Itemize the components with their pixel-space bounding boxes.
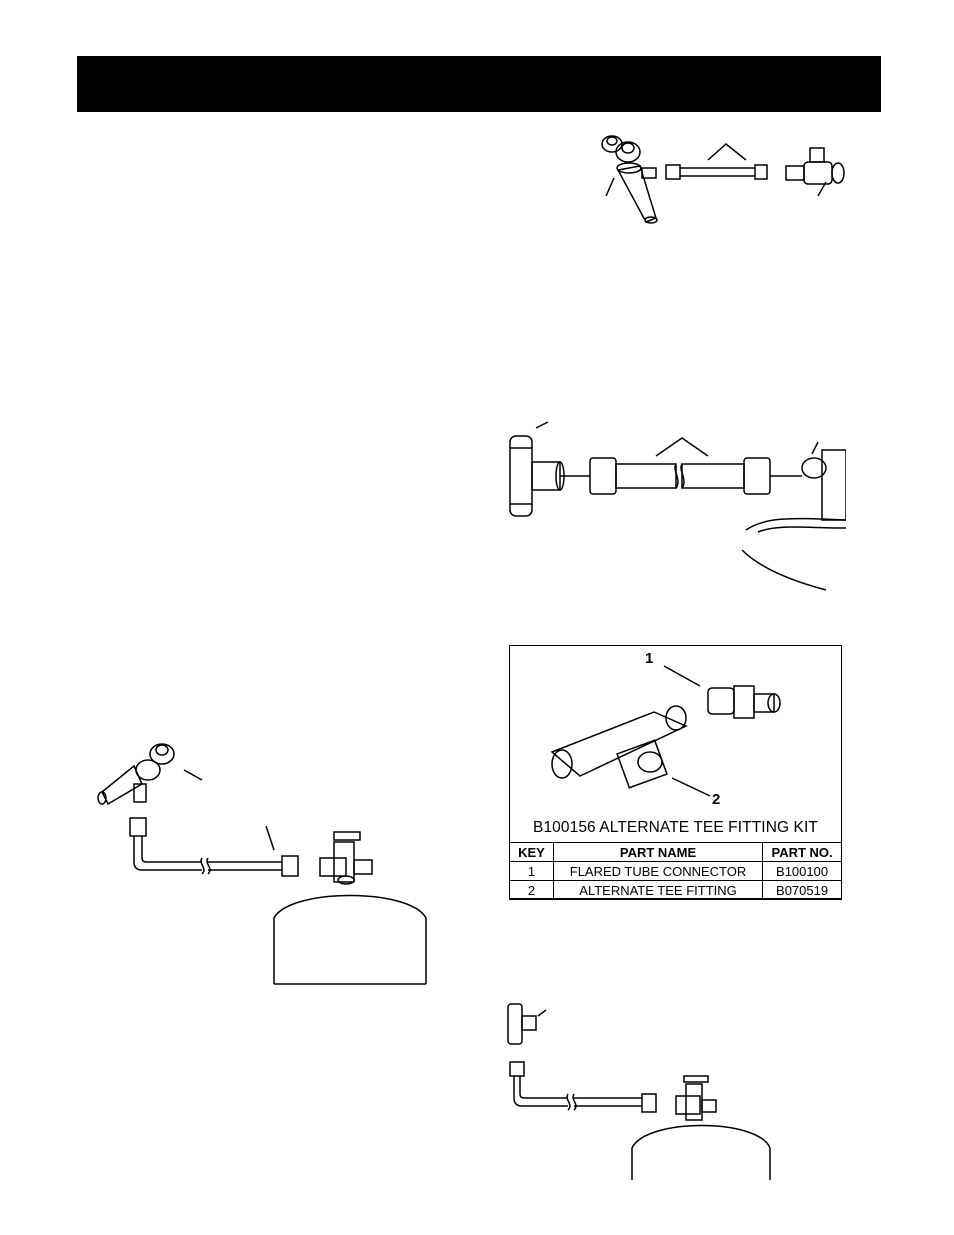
cell-part-no: B070519: [762, 880, 842, 900]
kit-parts-illustration: [550, 665, 781, 797]
table-row: 1 FLARED TUBE CONNECTOR B100100: [509, 861, 842, 881]
alternate-tee-kit-box: 1 2 B100156 ALTERNATE TEE FITTING KIT KE…: [509, 645, 842, 900]
kit-title: B100156 ALTERNATE TEE FITTING KIT: [533, 819, 818, 836]
tee-cylinder-figure: [496, 998, 776, 1183]
callout-label-2: 2: [712, 791, 721, 808]
callout-label-1: 1: [645, 650, 654, 667]
cell-key: 2: [509, 880, 554, 900]
cell-key: 1: [509, 861, 554, 881]
column-header-key: KEY: [509, 842, 554, 862]
parts-table: KEY PART NAME PART NO. 1 FLARED TUBE CON…: [509, 842, 842, 900]
table-header-row: KEY PART NAME PART NO.: [509, 842, 842, 862]
regulator-cylinder-figure: [90, 740, 440, 990]
tee-hose-fitting-figure: [496, 420, 846, 595]
regulator-hose-tee-figure: [590, 130, 850, 235]
cell-part-name: FLARED TUBE CONNECTOR: [552, 861, 764, 881]
cell-part-name: ALTERNATE TEE FITTING: [552, 880, 764, 900]
column-header-part-no: PART NO.: [762, 842, 842, 862]
section-header-bar: [77, 56, 881, 112]
cell-part-no: B100100: [762, 861, 842, 881]
table-row: 2 ALTERNATE TEE FITTING B070519: [509, 880, 842, 900]
column-header-part-name: PART NAME: [552, 842, 764, 862]
